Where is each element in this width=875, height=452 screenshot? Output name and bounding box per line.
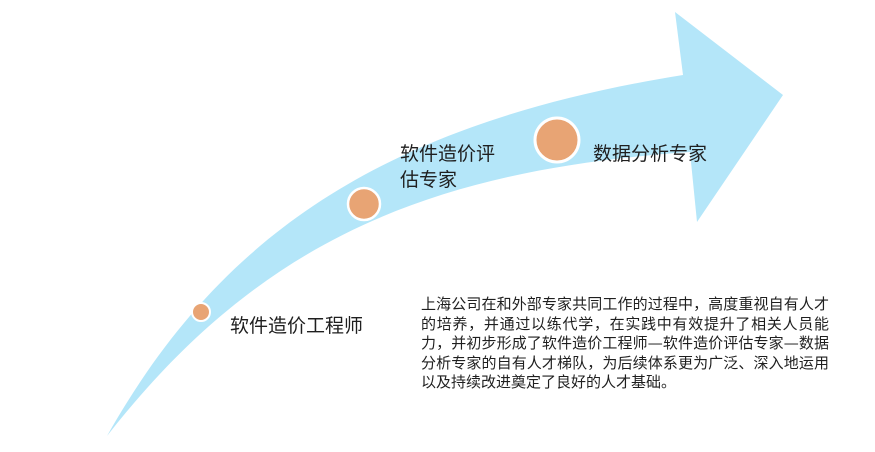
stage-label-software-cost-evaluation-expert: 软件造价评估专家 (400, 143, 496, 191)
curved-arrow (107, 12, 783, 436)
description-paragraph: 上海公司在和外部专家共同工作的过程中，高度重视自有人才的培养，并通过以练代学，在… (421, 295, 829, 391)
stage-node-2 (346, 186, 382, 222)
stage-label-data-analysis-expert: 数据分析专家 (593, 143, 708, 165)
stage-node-1 (191, 302, 211, 322)
stage-node-3 (533, 116, 581, 164)
stage-label-software-cost-engineer: 软件造价工程师 (230, 315, 364, 337)
